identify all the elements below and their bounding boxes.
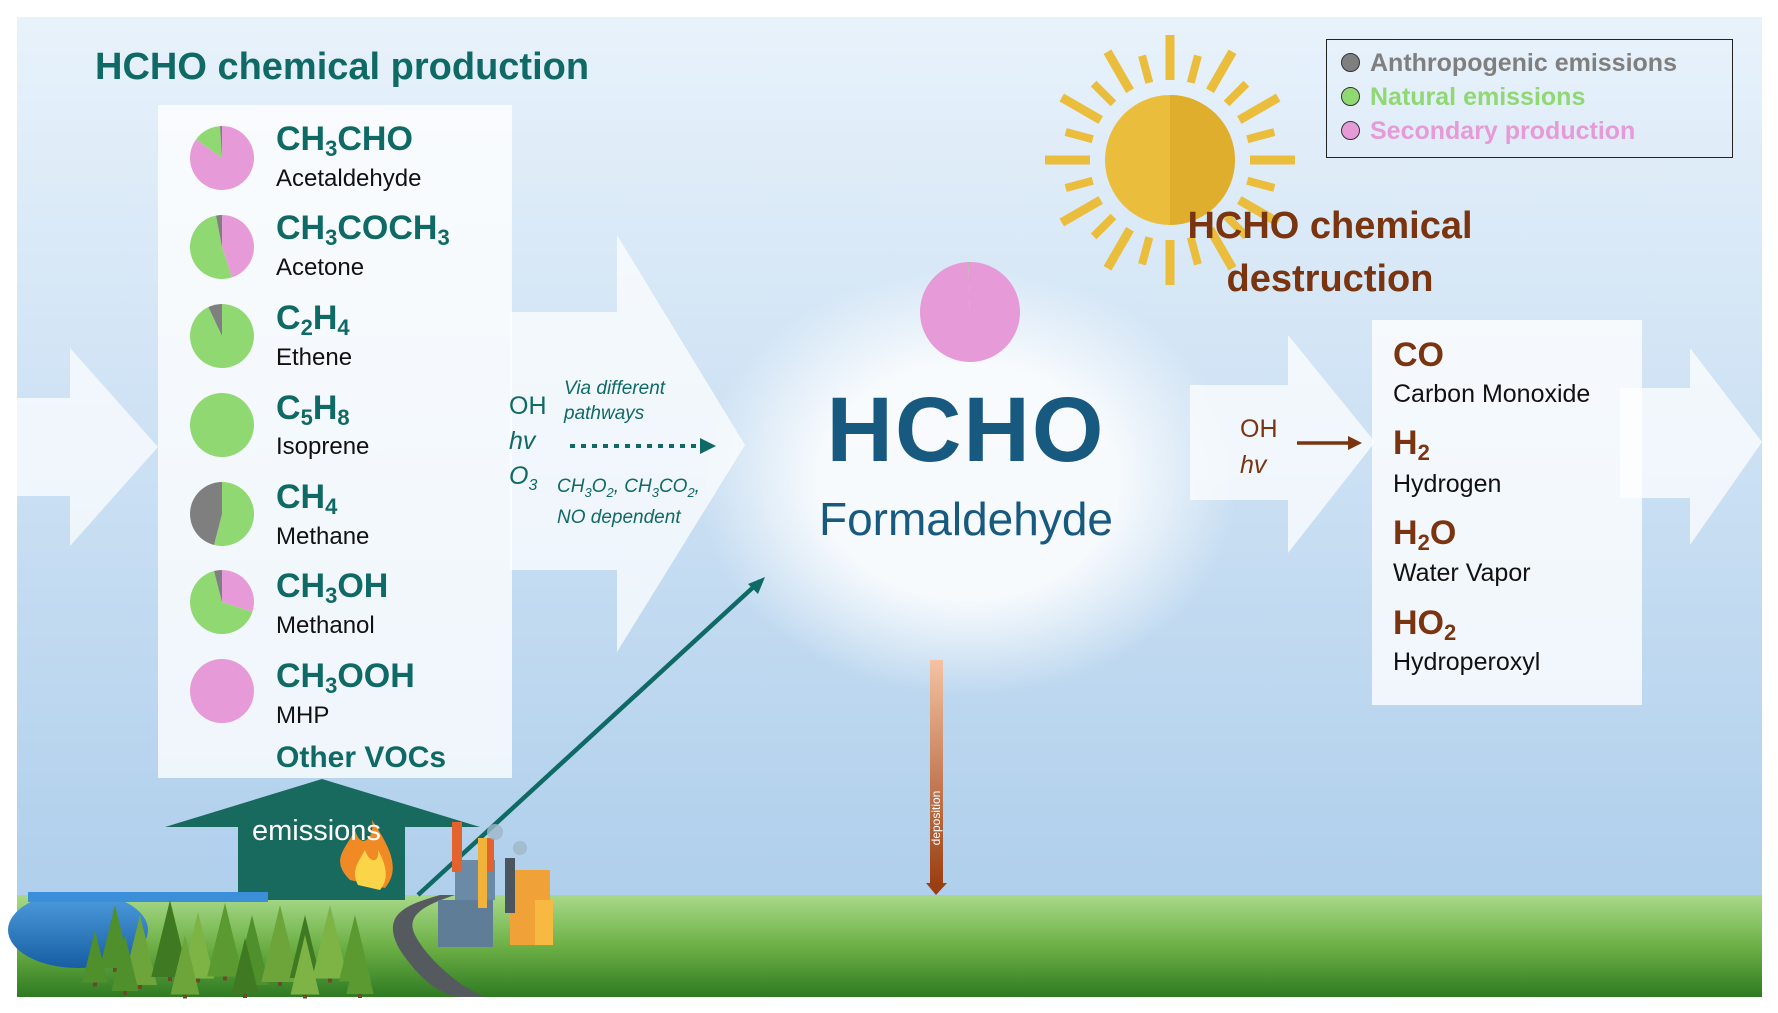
precursor-name-isoprene: Isoprene	[276, 433, 370, 460]
precursor-name-methanol: Methanol	[276, 612, 375, 639]
formula-subscript: 2	[300, 315, 313, 340]
legend-swatch-secondary	[1341, 121, 1360, 140]
precursor-name-methane: Methane	[276, 523, 370, 550]
pathway-note-top: Via different pathways	[564, 378, 666, 424]
precursor-formula-acetaldehyde: CH3CHO	[276, 120, 413, 162]
inflow-arrow	[17, 348, 158, 546]
formula-subscript: 3	[325, 136, 338, 161]
outflow-arrow	[1620, 348, 1762, 545]
precursor-name-ethene: Ethene	[276, 344, 353, 371]
precursor-formula-methane: CH4	[276, 478, 337, 520]
precursor-formula-isoprene: C5H8	[276, 389, 350, 431]
destruction-title: HCHO chemical destruction	[1150, 200, 1510, 306]
deposition-arrowhead	[926, 883, 947, 895]
formula-part: CH	[276, 209, 326, 247]
formula-subscript: 4	[337, 315, 350, 340]
precursor-formula-methanol: CH3OH	[276, 567, 388, 609]
ground	[17, 895, 1762, 997]
formula-part: H	[1393, 514, 1418, 552]
formula-subscript: 2	[1444, 620, 1457, 645]
lake	[8, 892, 148, 968]
formula-part: OH	[337, 567, 389, 605]
precursor-formula-mhp: CH3OOH	[276, 657, 415, 699]
oxidant-oh-left: OH	[509, 392, 547, 420]
legend-label-anthropogenic: Anthropogenic emissions	[1370, 49, 1677, 77]
legend-item-natural: Natural emissions	[1341, 83, 1585, 112]
formula-part: H	[312, 389, 338, 427]
emissions-arrow	[165, 779, 480, 900]
legend-swatch-anthropogenic	[1341, 53, 1360, 72]
formula-part: COCH	[337, 209, 438, 247]
pathway-note-bottom: CH3O2, CH3CO2,NO dependent	[557, 476, 700, 528]
formula-part: O	[1429, 514, 1457, 552]
road	[392, 895, 485, 997]
product-name-co: Carbon Monoxide	[1393, 380, 1591, 408]
hcho-glow	[698, 267, 1238, 697]
emissions-label: emissions	[252, 815, 381, 847]
formula-part: CHO	[337, 120, 413, 158]
product-formula-h2: H2	[1393, 424, 1430, 466]
oxidant-o3-left: O3	[509, 462, 538, 494]
precursor-name-mhp: MHP	[276, 702, 330, 729]
formula-part: OOH	[337, 657, 415, 695]
destruction-panel	[1372, 320, 1642, 705]
formula-subscript: 2	[1417, 440, 1430, 465]
destruction-reaction-arrowhead	[1348, 436, 1362, 450]
product-formula-ho2: HO2	[1393, 604, 1456, 646]
other-vocs-label: Other VOCs	[276, 741, 447, 774]
formula-part: C	[276, 389, 301, 427]
precursor-name-acetaldehyde: Acetaldehyde	[276, 165, 422, 192]
formula-subscript: 3	[325, 673, 338, 698]
formula-part: CH	[276, 478, 326, 516]
deposition-arrow	[930, 660, 943, 885]
oxidant-hv-left: hv	[509, 427, 536, 455]
destruction-title-line-1: HCHO chemical	[1187, 205, 1473, 247]
destruction-title-line-2: destruction	[1226, 258, 1434, 300]
precursor-formula-ethene: C2H4	[276, 299, 350, 341]
formula-part: HO	[1393, 604, 1444, 642]
lake-surface	[28, 892, 268, 902]
legend-label-natural: Natural emissions	[1370, 83, 1586, 111]
emission-transport-arrowhead	[748, 577, 765, 594]
formula-subscript: 5	[300, 405, 313, 430]
emission-transport-arrow	[416, 579, 762, 897]
legend-label-secondary: Secondary production	[1370, 117, 1636, 145]
legend-swatch-natural	[1341, 87, 1360, 106]
wildfire-core	[355, 850, 386, 890]
hcho-label: HCHO	[826, 379, 1106, 481]
product-formula-h2o: H2O	[1393, 514, 1456, 556]
formula-part: H	[1393, 424, 1418, 462]
precursor-formula-acetone: CH3COCH3	[276, 209, 450, 251]
hcho-name: Formaldehyde	[818, 493, 1114, 545]
product-name-ho2: Hydroperoxyl	[1393, 648, 1541, 676]
formula-subscript: 2	[1417, 530, 1430, 555]
legend-item-anthropogenic: Anthropogenic emissions	[1341, 49, 1677, 78]
pathway-arrowhead	[700, 438, 716, 454]
oxidant-hv-right: hv	[1240, 451, 1267, 479]
precursor-name-acetone: Acetone	[276, 254, 365, 281]
formula-part: C	[276, 299, 301, 337]
sun-icon	[1105, 95, 1235, 225]
product-formula-co: CO	[1393, 336, 1444, 374]
formula-subscript: 3	[325, 583, 338, 608]
formula-subscript: 3	[325, 225, 338, 250]
formula-subscript: 8	[337, 405, 350, 430]
production-title: HCHO chemical production	[95, 46, 590, 88]
oxidant-oh-right: OH	[1240, 415, 1278, 443]
formula-part: CH	[276, 567, 326, 605]
formula-part: H	[312, 299, 338, 337]
deposition-label: deposition	[929, 790, 943, 846]
formula-part: CH	[276, 120, 326, 158]
legend-item-secondary: Secondary production	[1341, 117, 1635, 146]
product-name-h2o: Water Vapor	[1393, 559, 1531, 587]
legend: Anthropogenic emissions Natural emission…	[1326, 39, 1733, 158]
formula-part: CH	[276, 657, 326, 695]
production-arrow	[510, 235, 745, 652]
factory-icon	[438, 822, 553, 947]
formula-subscript: 4	[325, 494, 338, 519]
formula-subscript: 3	[437, 225, 450, 250]
product-name-h2: Hydrogen	[1393, 470, 1502, 498]
